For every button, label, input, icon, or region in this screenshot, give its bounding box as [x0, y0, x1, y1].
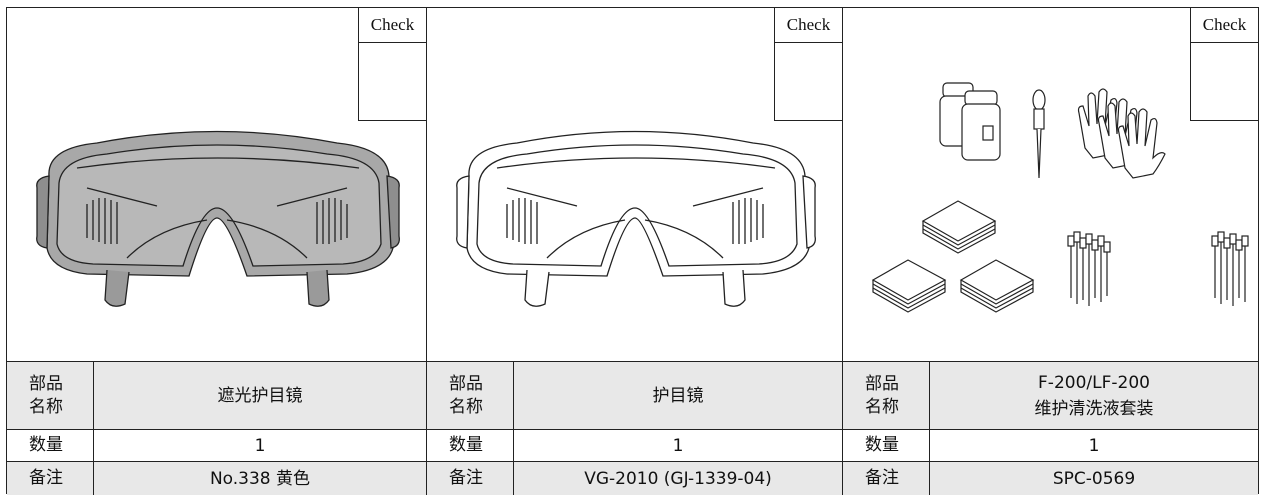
part-name: 遮光护目镜 [94, 362, 426, 429]
part-name-line: 遮光护目镜 [217, 385, 303, 406]
cleaning-bottles-icon [939, 82, 1001, 161]
quantity-value: 1 [672, 435, 684, 456]
quantity-label: 数量 [427, 430, 514, 461]
note-label: 备注 [427, 462, 514, 495]
note-value: VG-2010 (GJ-1339-04) [584, 468, 772, 489]
note-row: 备注 No.338 黄色 [7, 462, 426, 495]
part-name-line: 维护清洗液套装 [1034, 398, 1154, 419]
note-value: SPC-0569 [1052, 468, 1136, 489]
note-value: No.338 黄色 [209, 468, 311, 489]
quantity-row: 数量 1 [427, 430, 842, 462]
check-box[interactable] [774, 43, 842, 121]
quantity-label: 数量 [843, 430, 930, 461]
note-row: 备注 VG-2010 (GJ-1339-04) [427, 462, 842, 495]
check-box[interactable] [1190, 43, 1258, 121]
note-row: 备注 SPC-0569 [843, 462, 1258, 495]
swab-bundle-icon [1070, 240, 1246, 306]
name-row: 部品 名称 F-200/LF-200 维护清洗液套装 [843, 362, 1258, 430]
part-panel-shading-goggles: Check 部品 名称 遮光护目镜 数量 1 备注 No.338 黄色 [7, 8, 426, 495]
check-label: Check [358, 8, 426, 43]
quantity-value: 1 [1088, 435, 1100, 456]
part-panel-cleaning-kit: Check 部品 名称 F-200/LF-200 维护清洗液套装 数量 1 备注… [842, 8, 1258, 495]
quantity-row: 数量 1 [7, 430, 426, 462]
quantity-row: 数量 1 [843, 430, 1258, 462]
part-name: F-200/LF-200 维护清洗液套装 [930, 362, 1258, 429]
parts-sheet: Check 部品 名称 遮光护目镜 数量 1 备注 No.338 黄色 [6, 7, 1259, 495]
part-image-area: Check [843, 8, 1258, 362]
part-name: 护目镜 [514, 362, 842, 429]
part-name-line: 护目镜 [652, 385, 704, 406]
part-name-line: F-200/LF-200 [1038, 372, 1150, 393]
part-image-area: Check [427, 8, 842, 362]
note-label: 备注 [843, 462, 930, 495]
name-label: 部品 名称 [7, 362, 94, 429]
check-label: Check [1190, 8, 1258, 43]
name-row: 部品 名称 护目镜 [427, 362, 842, 430]
quantity-value: 1 [254, 435, 266, 456]
check-box[interactable] [358, 43, 426, 121]
part-panel-goggles: Check 部品 名称 护目镜 数量 1 备注 VG-2010 (GJ-1339… [426, 8, 842, 495]
name-label: 部品 名称 [427, 362, 514, 429]
tinted-safety-glasses-icon [36, 130, 400, 307]
check-label: Check [774, 8, 842, 43]
clear-safety-glasses-icon [456, 130, 816, 307]
name-row: 部品 名称 遮光护目镜 [7, 362, 426, 430]
wipes-stack-icon [871, 200, 1035, 313]
note-label: 备注 [7, 462, 94, 495]
gloves-icon [1077, 88, 1166, 179]
quantity-label: 数量 [7, 430, 94, 461]
part-image-area: Check [7, 8, 426, 362]
cleaning-kit-illustration [871, 82, 1249, 313]
name-label: 部品 名称 [843, 362, 930, 429]
dropper-icon [1032, 89, 1046, 179]
